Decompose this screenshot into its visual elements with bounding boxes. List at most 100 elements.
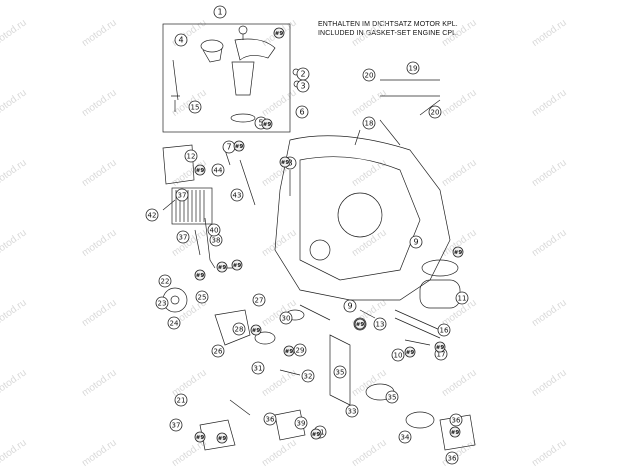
gasket-marker-circle [216, 261, 228, 273]
gasket-marker-label: #9 [454, 250, 463, 256]
callout-7: 7 [222, 140, 236, 154]
gasket-marker-circle [216, 432, 228, 444]
callout-25: 25 [195, 290, 209, 304]
gasket-marker-label: #9 [218, 436, 227, 442]
callout-10: 10 [391, 348, 405, 362]
callout-23: 23 [155, 296, 169, 310]
gasket-marker-label: #9 [451, 430, 460, 436]
callout-35: 35 [333, 365, 347, 379]
callout-12: 12 [184, 149, 198, 163]
callout-4: 4 [174, 33, 188, 47]
gasket-marker-circle [194, 269, 206, 281]
gasket-marker-circle [250, 324, 262, 336]
callout-37-2: 37 [176, 230, 190, 244]
oil-screen-10 [421, 259, 459, 277]
callout-number: 9 [347, 302, 352, 311]
callout-circle [294, 416, 308, 430]
callout-number: 11 [458, 295, 467, 303]
callout-circle [373, 317, 387, 331]
callout-43: 43 [230, 188, 244, 202]
callout-circle [428, 105, 442, 119]
gasket-marker-label: #9 [356, 322, 365, 328]
callout-19: 19 [406, 61, 420, 75]
callout-number: 18 [365, 120, 374, 128]
callout-number: 13 [376, 321, 385, 329]
callout-circle [145, 208, 159, 222]
gasket-marker: #9 [283, 345, 295, 357]
callout-number: 33 [348, 408, 357, 416]
filler-cap [200, 39, 224, 53]
callout-circle [445, 451, 459, 465]
callout-42: 42 [145, 208, 159, 222]
callout-number: 38 [212, 237, 221, 245]
shaft-14 [394, 309, 441, 331]
callout-circle [195, 290, 209, 304]
gasket-marker-circle [194, 164, 206, 176]
callout-circle [391, 348, 405, 362]
gear-23-hub [170, 295, 180, 305]
gasket-marker-circle [194, 431, 206, 443]
callout-number: 35 [388, 394, 397, 402]
callout-number: 26 [214, 348, 223, 356]
callout-26: 26 [211, 344, 225, 358]
callout-number: 36 [266, 416, 275, 424]
callout-number: 36 [448, 455, 457, 463]
callout-number: 28 [235, 326, 244, 334]
callout-circle [362, 68, 376, 82]
callout-29: 29 [293, 343, 307, 357]
callout-number: 43 [233, 192, 242, 200]
callout-1: 1 [213, 5, 227, 19]
callout-number: 23 [158, 300, 167, 308]
oil-filter-11 [419, 279, 461, 309]
callout-36: 36 [263, 412, 277, 426]
gasket-marker-label: #9 [196, 168, 205, 174]
callout-circle [167, 316, 181, 330]
callout-number: 39 [297, 420, 306, 428]
gasket-marker: #9 [216, 261, 228, 273]
callout-number: 34 [401, 434, 410, 442]
gasket-marker-circle [231, 259, 243, 271]
gasket-marker-label: #9 [196, 273, 205, 279]
gasket-marker-circle [404, 346, 416, 358]
callout-number: 40 [210, 227, 219, 235]
rotor-31 [254, 331, 276, 345]
callout-36-3: 36 [445, 451, 459, 465]
callout-37-3: 37 [169, 418, 183, 432]
oil-line [204, 217, 216, 269]
callout-13: 13 [373, 317, 387, 331]
callout-9: 9 [409, 235, 423, 249]
callout-circle [409, 235, 423, 249]
callout-circle [175, 188, 189, 202]
shaft-14-edge [394, 317, 441, 339]
callout-number: 1 [217, 8, 222, 17]
callout-number: 29 [296, 347, 305, 355]
callout-6: 6 [295, 105, 309, 119]
gasket-marker-label: #9 [281, 160, 290, 166]
pump-cover-37 [199, 419, 236, 451]
callout-32: 32 [301, 369, 315, 383]
callout-18: 18 [362, 116, 376, 130]
callout-circle [232, 322, 246, 336]
callout-number: 19 [409, 65, 418, 73]
gasket-marker-label: #9 [406, 350, 415, 356]
callout-35-2: 35 [385, 390, 399, 404]
gasket-marker-label: #9 [252, 328, 261, 334]
gasket-marker-label: #9 [218, 265, 227, 271]
callout-circle [207, 223, 221, 237]
callout-34: 34 [398, 430, 412, 444]
gasket-note: ENTHALTEN IM DICHTSATZ MOTOR KPL. INCLUD… [318, 20, 468, 38]
gasket-marker: #9 [233, 140, 245, 152]
callout-circle [158, 274, 172, 288]
pump-cover-26 [214, 309, 251, 346]
callout-15: 15 [188, 100, 202, 114]
callout-number: 20 [365, 72, 374, 80]
gasket-marker: #9 [449, 426, 461, 438]
gasket-marker: #9 [194, 431, 206, 443]
callout-circle [188, 100, 202, 114]
callout-number: 37 [178, 192, 187, 200]
callout-circle [385, 390, 399, 404]
gasket-note-de: ENTHALTEN IM DICHTSATZ MOTOR KPL. [318, 21, 458, 28]
gasket-marker: #9 [273, 27, 285, 39]
callout-circle [176, 230, 190, 244]
